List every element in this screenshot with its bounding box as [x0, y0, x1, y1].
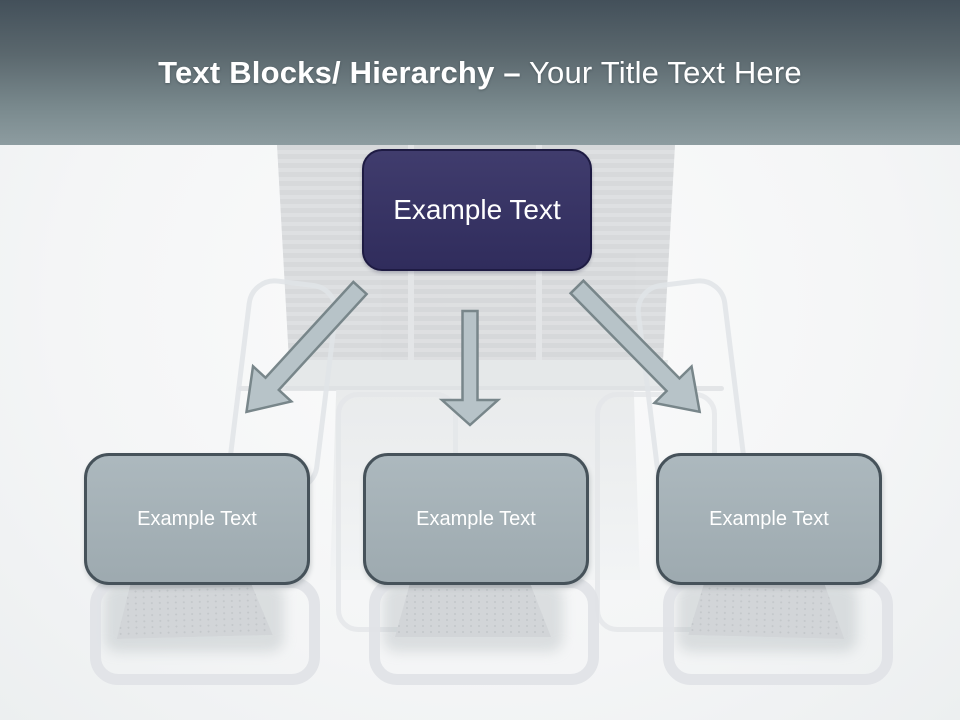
- keyboard-watermark: [115, 579, 272, 639]
- slide-title[interactable]: Text Blocks/ Hierarchy – Your Title Text…: [158, 55, 802, 91]
- arrow-down-icon[interactable]: [438, 309, 502, 427]
- title-text-regular: Your Title Text Here: [520, 54, 802, 90]
- arrow-down-right-icon[interactable]: [558, 269, 718, 430]
- slide-header: Text Blocks/ Hierarchy – Your Title Text…: [0, 0, 960, 145]
- child-node-2[interactable]: Example Text: [363, 453, 589, 585]
- child-node-3-label: Example Text: [709, 507, 829, 530]
- arrow-down-left-icon[interactable]: [227, 270, 379, 429]
- child-node-2-label: Example Text: [416, 507, 536, 530]
- child-node-3[interactable]: Example Text: [656, 453, 882, 585]
- title-text-bold: Text Blocks/ Hierarchy –: [158, 54, 521, 90]
- root-node-label: Example Text: [393, 194, 561, 225]
- keyboard-watermark: [688, 579, 845, 639]
- child-node-1-label: Example Text: [137, 507, 257, 530]
- desk-edge-watermark: [238, 386, 724, 391]
- child-node-1[interactable]: Example Text: [84, 453, 310, 585]
- keyboard-watermark: [395, 581, 551, 637]
- root-node[interactable]: Example Text: [362, 149, 592, 271]
